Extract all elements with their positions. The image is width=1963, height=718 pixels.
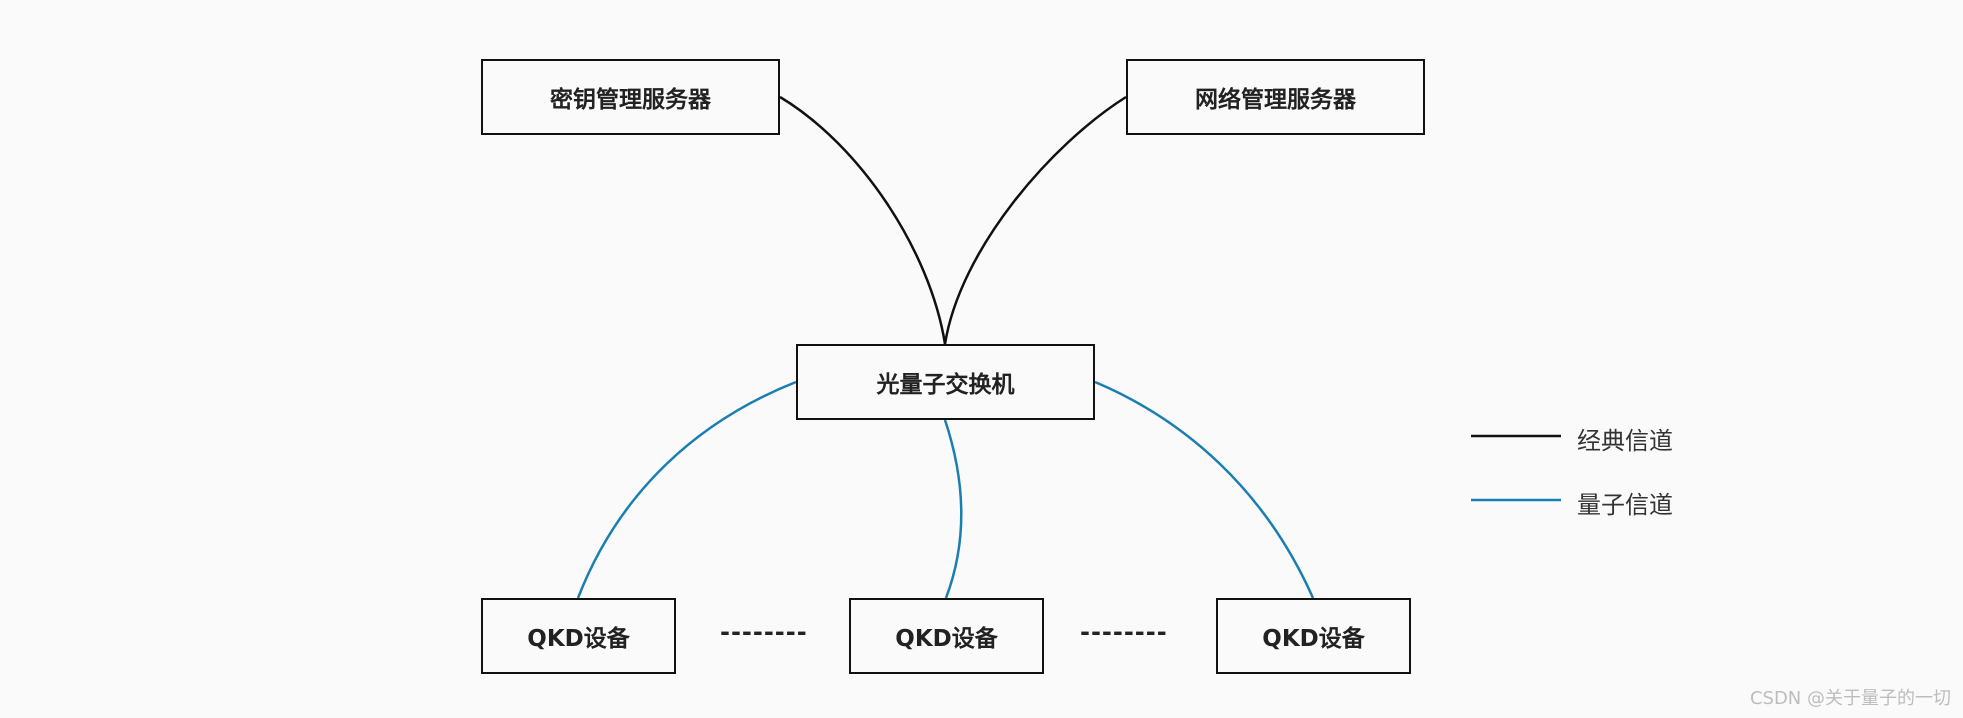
quantum-link-switch-to-qkd3 (1094, 380, 1315, 599)
qkd-device-node-1: QKD设备 (481, 598, 676, 674)
optical-quantum-switch-label: 光量子交换机 (876, 372, 1015, 398)
watermark-text: CSDN @关于量子的一切 (1749, 688, 1951, 709)
quantum-link-switch-to-qkd2 (943, 419, 963, 599)
classical-link-key-to-switch (779, 95, 947, 345)
network-management-server-node: 网络管理服务器 (1126, 59, 1425, 135)
legend-quantum-label: 量子信道 (1577, 491, 1673, 519)
legend-classical-label: 经典信道 (1577, 427, 1673, 455)
classical-link-net-to-switch (943, 95, 1127, 345)
key-management-server-label: 密钥管理服务器 (550, 87, 711, 113)
quantum-link-switch-to-qkd1 (576, 380, 797, 599)
optical-quantum-switch-node: 光量子交换机 (796, 344, 1095, 420)
qkd-device-node-3: QKD设备 (1216, 598, 1411, 674)
qkd-device-label-3: QKD设备 (1262, 626, 1365, 652)
qkd-device-label-2: QKD设备 (895, 626, 998, 652)
qkd-device-label-1: QKD设备 (527, 626, 630, 652)
network-management-server-label: 网络管理服务器 (1195, 87, 1356, 113)
qkd-device-node-2: QKD设备 (849, 598, 1044, 674)
ellipsis-separator-2: -------- (1080, 618, 1168, 646)
ellipsis-separator-1: -------- (720, 618, 808, 646)
key-management-server-node: 密钥管理服务器 (481, 59, 780, 135)
